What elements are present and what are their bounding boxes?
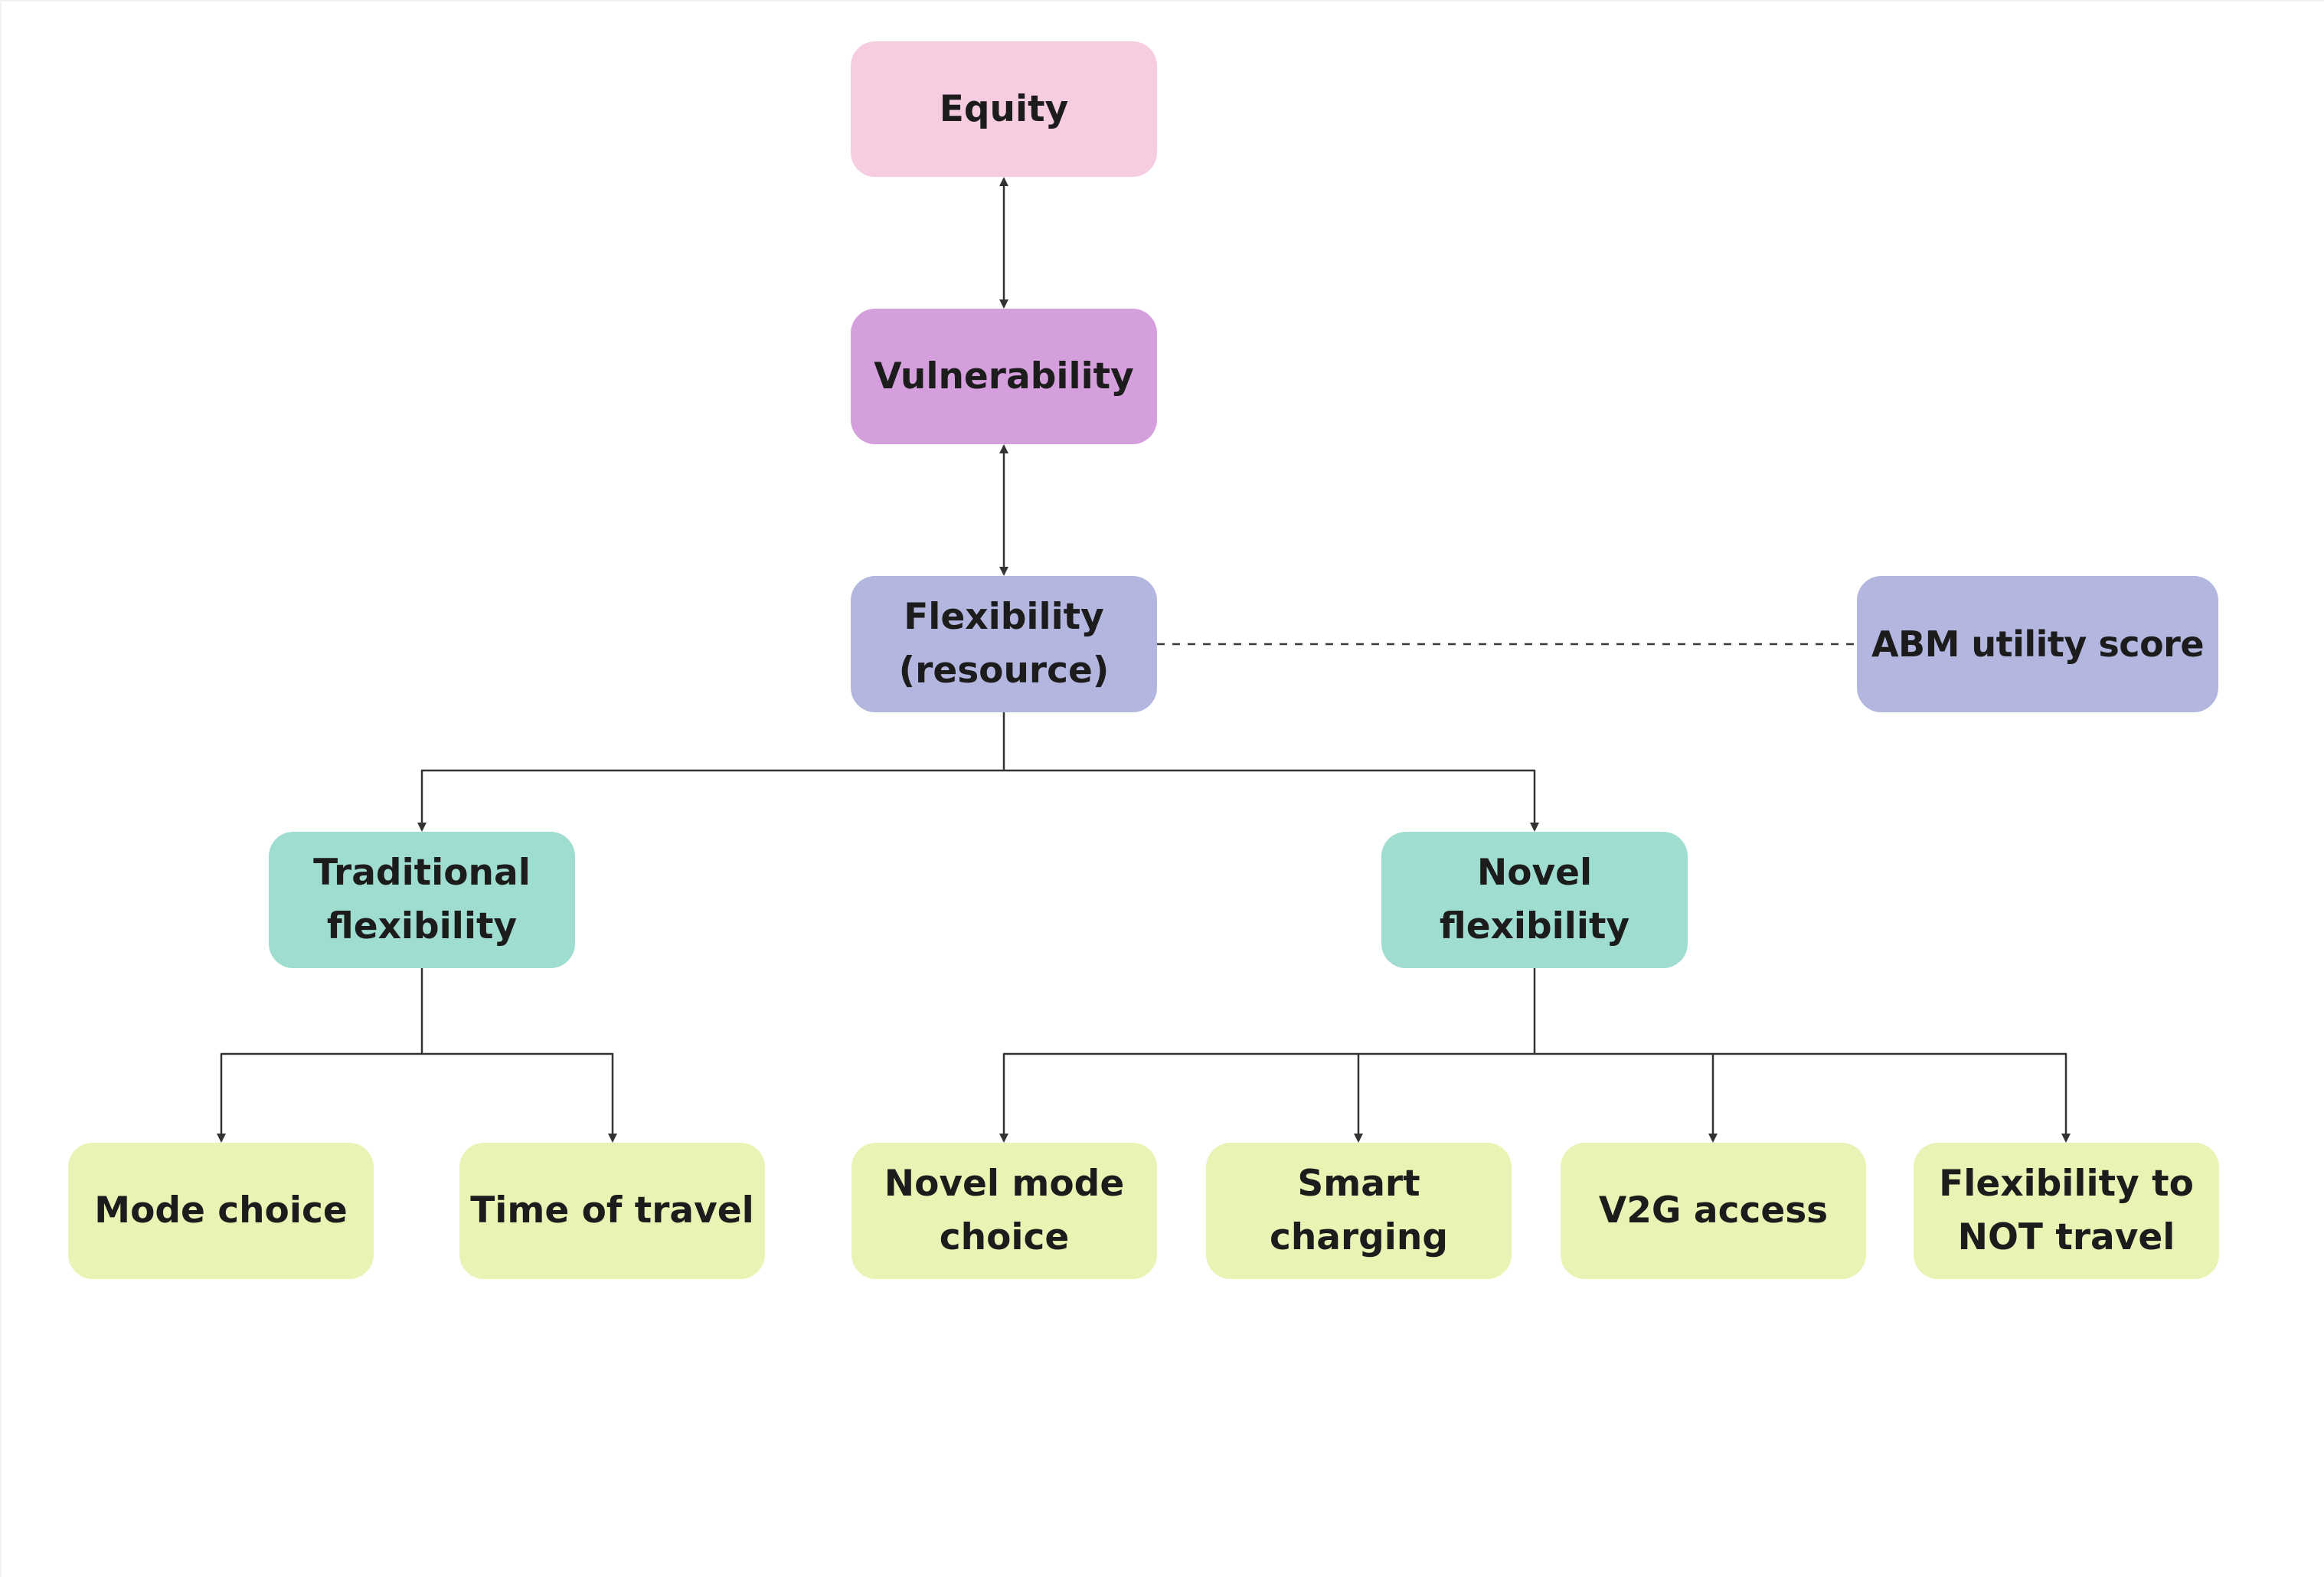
arrowhead-down-novel-mode-choice: [999, 1134, 1008, 1143]
node-equity-label: Equity: [939, 87, 1069, 130]
arrowhead-down-mode-choice: [217, 1134, 226, 1143]
node-mode-choice-label: Mode choice: [94, 1189, 348, 1232]
node-novel-mode-choice-label: Novel mode choice: [884, 1163, 1125, 1258]
node-time-of-travel[interactable]: Time of travel: [459, 1143, 765, 1279]
arrowhead-up-vulnerability: [999, 444, 1008, 453]
edge-bus-traditional-leaves: [220, 1052, 614, 1141]
arrowhead-down-traditional: [417, 823, 427, 832]
node-smart-charging[interactable]: Smart charging: [1206, 1143, 1512, 1279]
node-v2g-access[interactable]: V2G access: [1561, 1143, 1866, 1279]
node-novel-mode-choice[interactable]: Novel mode choice: [851, 1143, 1157, 1279]
node-abm-utility-score-label: ABM utility score: [1871, 623, 2205, 665]
arrowhead-down-flexibility-not-travel: [2061, 1134, 2071, 1143]
node-vulnerability-label: Vulnerability: [874, 355, 1134, 398]
node-novel-flexibility[interactable]: Novel flexibility: [1381, 832, 1688, 968]
node-flexibility-to-not-travel-label: Flexibility to NOT travel: [1939, 1163, 2194, 1258]
node-flexibility-resource-label: Flexibility (resource): [898, 596, 1110, 692]
node-traditional-flexibility[interactable]: Traditional flexibility: [269, 832, 575, 968]
node-flexibility-resource[interactable]: Flexibility (resource): [851, 576, 1157, 712]
arrowhead-down-smart-charging: [1354, 1134, 1363, 1143]
node-novel-flexibility-label: Novel flexibility: [1439, 852, 1630, 947]
arrowhead-down-vulnerability: [999, 299, 1008, 309]
node-v2g-access-label: V2G access: [1598, 1189, 1829, 1232]
edge-bus-novel-leaves: [1002, 1052, 2067, 1141]
node-traditional-flexibility-label: Traditional flexibility: [313, 852, 531, 947]
node-abm-utility-score[interactable]: ABM utility score: [1857, 576, 2218, 712]
node-time-of-travel-label: Time of travel: [470, 1189, 754, 1232]
edge-bus-categories: [420, 769, 1536, 830]
node-vulnerability[interactable]: Vulnerability: [851, 309, 1157, 444]
arrowhead-down-flexibility: [999, 567, 1008, 576]
node-smart-charging-label: Smart charging: [1269, 1163, 1449, 1258]
node-flexibility-to-not-travel[interactable]: Flexibility to NOT travel: [1914, 1143, 2219, 1279]
node-equity[interactable]: Equity: [851, 41, 1157, 177]
arrowhead-up-equity: [999, 177, 1008, 186]
arrowhead-down-time-of-travel: [608, 1134, 617, 1143]
node-mode-choice[interactable]: Mode choice: [68, 1143, 374, 1279]
arrowhead-down-novel: [1530, 823, 1539, 832]
arrowhead-down-v2g-access: [1708, 1134, 1718, 1143]
